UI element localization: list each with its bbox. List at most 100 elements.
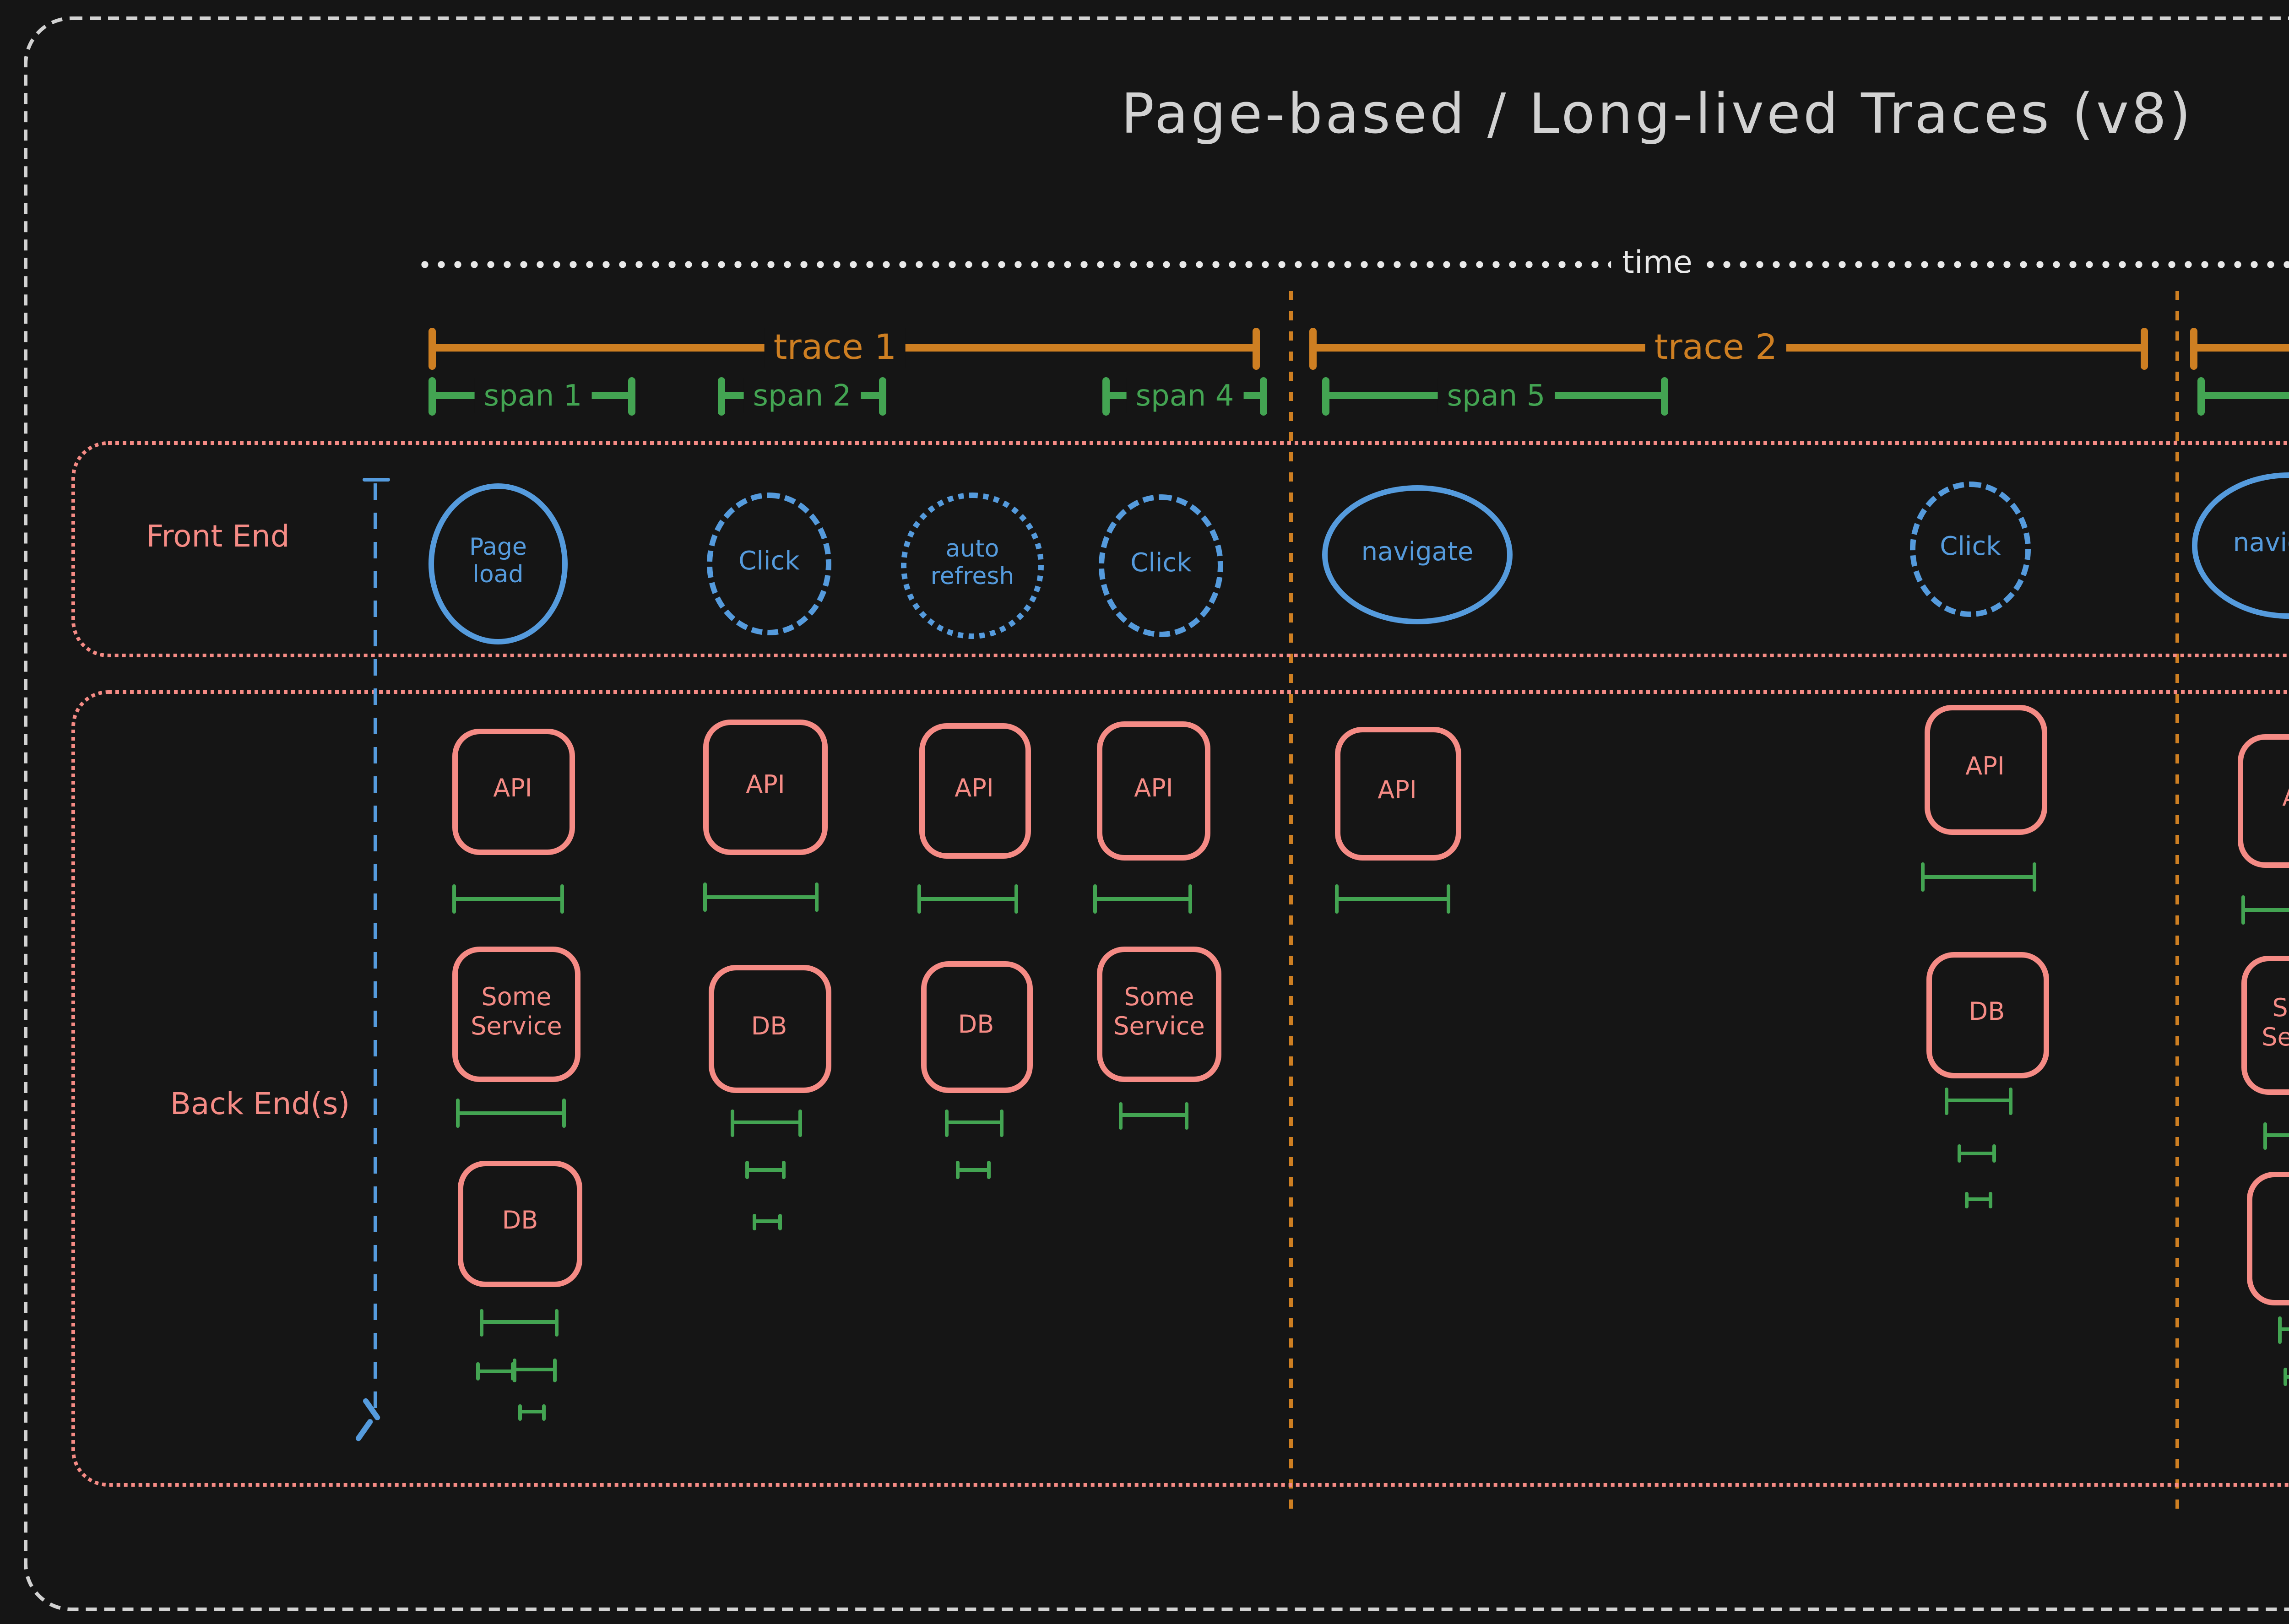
service-box-label-line: DB xyxy=(751,1012,787,1042)
backend-span-bracket-7-3-start-tick xyxy=(2277,1315,2283,1343)
backend-span-bracket-1-6-end-tick xyxy=(541,1403,547,1420)
service-box-label-line: DB xyxy=(502,1207,538,1236)
backend-span-bracket-7-2-bar xyxy=(2265,1132,2289,1138)
backend-span-bracket-2-4-bar xyxy=(754,1218,780,1224)
event-label-line: refresh xyxy=(930,564,1014,591)
service-box-label-line: API xyxy=(955,774,994,804)
trace-start-tick xyxy=(1309,327,1317,369)
back-end-lane xyxy=(71,690,2289,1487)
backend-span-bracket-1-3-bar xyxy=(482,1319,557,1325)
service-box-label-line: API xyxy=(1134,774,1173,804)
service-box-label-line: Service xyxy=(2262,1023,2289,1053)
span-bracket-1-start-tick xyxy=(429,376,435,415)
event-click-3: Click xyxy=(1910,482,2031,617)
time-axis-label: time xyxy=(1611,245,1703,282)
service-box-label-line: Service xyxy=(471,1012,562,1042)
backend-span-bracket-1-5-bar xyxy=(515,1367,555,1372)
span-bracket-2-end-tick xyxy=(879,376,886,415)
backend-span-bracket-7-1-start-tick xyxy=(2240,895,2246,925)
backend-span-bracket-3-3-end-tick xyxy=(986,1161,992,1179)
event-click-2: Click xyxy=(1099,494,1223,637)
trace-bar xyxy=(2194,344,2289,352)
trace-boundary-divider-1 xyxy=(1289,291,1294,1518)
service-box-api: API xyxy=(918,723,1030,859)
backend-span-bracket-2-1-start-tick xyxy=(702,882,708,912)
backend-span-bracket-2-2-start-tick xyxy=(730,1109,735,1136)
service-box-db: DB xyxy=(920,961,1032,1093)
event-label-line: Click xyxy=(738,547,800,577)
backend-span-bracket-1-4-start-tick xyxy=(475,1362,481,1380)
backend-span-bracket-2-3-bar xyxy=(747,1167,784,1173)
backend-span-bracket-5-1-start-tick xyxy=(1334,884,1340,914)
event-label-line: auto xyxy=(945,537,999,565)
span-bracket-5-bar xyxy=(2201,392,2289,399)
backend-span-bracket-3-1-end-tick xyxy=(1014,884,1019,914)
service-box-label-line: API xyxy=(1378,776,1417,806)
service-box-api: API xyxy=(451,728,574,854)
front-end-label: Front End xyxy=(146,519,290,554)
service-box-label-line: API xyxy=(2282,785,2289,814)
backend-span-bracket-2-3-end-tick xyxy=(781,1161,787,1179)
backend-span-bracket-3-2-start-tick xyxy=(944,1109,949,1136)
backend-span-bracket-6-3-start-tick xyxy=(1957,1144,1962,1163)
back-end-label: Back End(s) xyxy=(170,1087,350,1121)
backend-span-bracket-3-3-bar xyxy=(958,1167,989,1173)
span-label: span 5 xyxy=(1437,378,1555,413)
service-box-label-line: Some xyxy=(1124,984,1194,1013)
backend-span-bracket-5-1-end-tick xyxy=(1446,884,1451,914)
backend-span-bracket-6-2-end-tick xyxy=(2008,1087,2013,1114)
service-box-label-line: Some xyxy=(2272,995,2289,1024)
backend-span-bracket-1-2-start-tick xyxy=(455,1099,461,1128)
event-label-line: navigate xyxy=(2233,529,2289,559)
span-bracket-5-start-tick xyxy=(2198,376,2204,415)
backend-span-bracket-1-5-start-tick xyxy=(512,1358,517,1381)
backend-span-bracket-2-1-end-tick xyxy=(814,882,819,912)
backend-span-bracket-6-3-end-tick xyxy=(1991,1144,1997,1163)
span-bracket-4-start-tick xyxy=(1323,376,1329,415)
service-box-label-line: Service xyxy=(1113,1012,1205,1042)
service-box-db: DB xyxy=(458,1160,582,1286)
backend-span-bracket-7-2-start-tick xyxy=(2262,1121,2268,1149)
backend-span-bracket-3-3-start-tick xyxy=(955,1161,960,1179)
backend-span-bracket-2-4-start-tick xyxy=(752,1213,757,1229)
backend-span-bracket-6-4-end-tick xyxy=(1988,1191,1993,1207)
trace-end-tick xyxy=(1253,327,1260,369)
trace-start-tick xyxy=(2190,327,2197,369)
backend-span-bracket-1-6-start-tick xyxy=(517,1403,523,1420)
backend-span-bracket-1-1-end-tick xyxy=(559,884,565,914)
backend-span-bracket-6-2-start-tick xyxy=(1944,1087,1949,1114)
backend-span-bracket-4-2-bar xyxy=(1121,1112,1187,1118)
service-box-api: API xyxy=(2237,733,2289,867)
backend-span-bracket-3-1-bar xyxy=(919,896,1016,902)
span-bracket-4-end-tick xyxy=(1661,376,1668,415)
span-bracket-3-end-tick xyxy=(1260,376,1267,415)
backend-span-bracket-2-1-bar xyxy=(705,894,817,900)
service-box-label-line: API xyxy=(493,774,532,804)
service-box-api: API xyxy=(1924,704,2046,834)
backend-span-bracket-3-2-end-tick xyxy=(999,1109,1004,1136)
service-box-label-line: DB xyxy=(1969,998,2005,1028)
backend-span-bracket-1-2-end-tick xyxy=(561,1099,567,1128)
backend-span-bracket-6-3-bar xyxy=(1959,1151,1994,1156)
service-box-label-line: API xyxy=(746,771,785,801)
backend-span-bracket-6-1-end-tick xyxy=(2032,862,2037,892)
backend-span-bracket-2-2-end-tick xyxy=(797,1109,803,1136)
backend-span-bracket-1-2-bar xyxy=(458,1110,564,1116)
span-label: span 4 xyxy=(1126,378,1243,413)
trace-start-tick xyxy=(429,327,436,369)
timeline-dashed-line xyxy=(373,483,378,1410)
backend-span-bracket-4-1-bar xyxy=(1095,896,1190,902)
service-box-label-line: Some xyxy=(481,984,552,1013)
front-end-lane xyxy=(71,441,2289,657)
service-box-label-line: API xyxy=(1965,752,2005,782)
event-label-line: Click xyxy=(1940,533,2001,563)
span-label: span 1 xyxy=(474,378,591,413)
span-bracket-3-start-tick xyxy=(1103,376,1109,415)
backend-span-bracket-7-4-start-tick xyxy=(2283,1368,2288,1386)
backend-span-bracket-5-1-bar xyxy=(1337,896,1448,902)
backend-span-bracket-4-2-start-tick xyxy=(1118,1101,1123,1129)
